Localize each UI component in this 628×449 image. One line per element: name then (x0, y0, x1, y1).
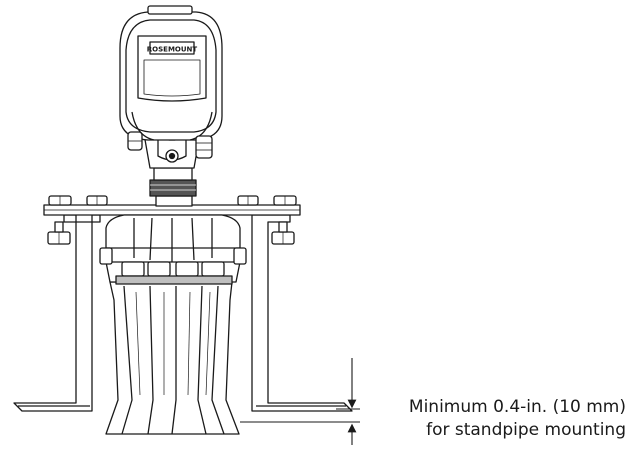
brand-label: ROSEMOUNT (147, 46, 198, 54)
dimension-callout: Minimum 0.4-in. (10 mm) for standpipe mo… (372, 396, 626, 442)
callout-line-1: Minimum 0.4-in. (10 mm) (408, 397, 626, 417)
antenna-housing (99, 214, 247, 285)
standpipe-right-wall (251, 214, 353, 412)
standpipe-left-wall (13, 214, 101, 412)
process-connection (149, 167, 197, 207)
flange-bolt-nuts-bottom (47, 221, 295, 245)
horn-antenna (105, 281, 240, 435)
cable-gland-left (127, 131, 143, 151)
transmitter-head (119, 5, 223, 159)
dimension-indicator (240, 358, 360, 445)
flange-bolt-nuts-top (48, 195, 297, 206)
cable-gland-right (195, 135, 213, 159)
callout-line-2: for standpipe mounting (426, 420, 626, 440)
